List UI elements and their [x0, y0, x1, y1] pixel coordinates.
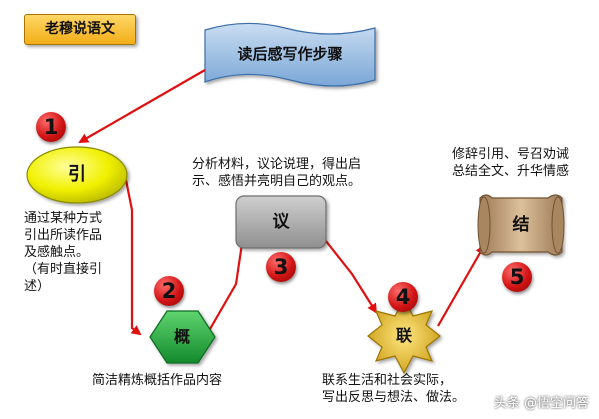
step-1-label: 引	[68, 164, 86, 185]
step-5-label: 结	[512, 215, 530, 235]
arrow-yi-to-lian	[321, 235, 378, 314]
step-4-description: 联系生活和社会实际， 写出反思与想法、做法。	[322, 373, 466, 405]
title-banner	[204, 22, 376, 87]
author-tag: 老穆说语文	[24, 14, 136, 45]
step-2-number: 2	[154, 276, 184, 306]
step-2-description: 简洁精炼概括作品内容	[92, 373, 223, 388]
step-3-label: 议	[272, 212, 290, 232]
step-3-description: 分析材料，议论说理，得出启 示、感悟并亮明自己的观点。	[192, 157, 362, 189]
jie-scroll	[479, 194, 563, 256]
step-1-number: 1	[36, 112, 66, 142]
step-4-number: 4	[388, 282, 418, 312]
arrow-banner-to-yin	[78, 69, 206, 143]
step-1-description: 通过某种方式 引出所读作品 及感触点。 （有时直接引 述）	[24, 211, 103, 294]
yi-box	[235, 195, 327, 249]
gai-hexagon	[149, 310, 216, 364]
step-4-label: 联	[395, 326, 412, 345]
step-3-number: 3	[266, 252, 296, 282]
step-5-number: 5	[502, 262, 532, 292]
diagram-title: 读后感写作步骤	[237, 45, 343, 63]
yin-ellipse	[26, 146, 128, 204]
arrow-yin-to-gai	[124, 179, 142, 336]
jie-scroll-right-roll	[551, 196, 565, 254]
arrow-lian-to-jie	[437, 244, 485, 327]
step-2-label: 概	[173, 327, 190, 346]
step-5-description: 修辞引用、号召劝诫 总结全文、升华情感	[452, 147, 570, 179]
lian-star	[367, 297, 441, 375]
watermark: 头条 @悟空问答	[493, 396, 589, 411]
jie-scroll-left-roll	[477, 196, 491, 254]
